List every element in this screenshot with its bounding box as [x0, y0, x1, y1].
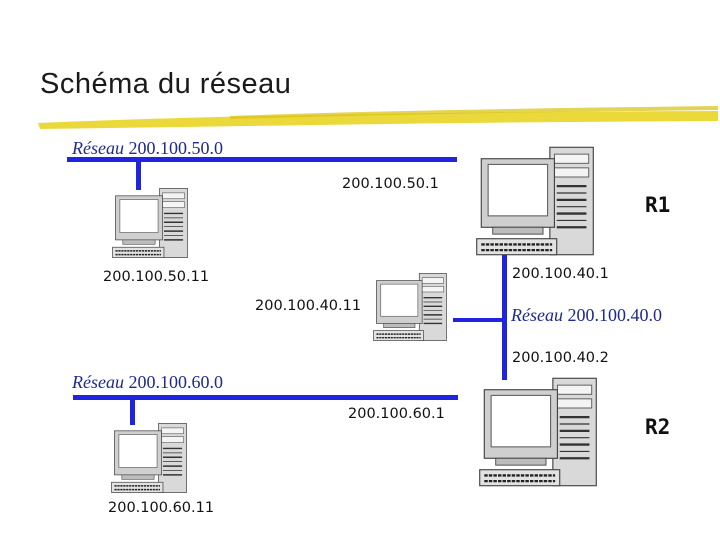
host2-ip: 200.100.40.11	[255, 298, 362, 314]
network-40-link	[502, 250, 507, 380]
network-60-label: Réseau 200.100.60.0	[72, 372, 223, 392]
host1-computer-icon	[111, 187, 189, 259]
network-50-bus	[67, 157, 457, 162]
page-title: Schéma du réseau	[40, 68, 292, 100]
network-50-label: Réseau 200.100.50.0	[72, 138, 223, 158]
network-50-host-drop	[136, 160, 141, 190]
router-r1-computer-icon	[475, 146, 595, 256]
r2-ip-net40: 200.100.40.2	[512, 350, 609, 366]
host3-ip: 200.100.60.11	[108, 500, 215, 516]
r1-ip-net50: 200.100.50.1	[342, 176, 439, 192]
network-60-bus	[73, 395, 458, 400]
r2-ip-net60: 200.100.60.1	[348, 406, 445, 422]
network-60-host-drop	[130, 397, 135, 425]
host1-ip: 200.100.50.11	[103, 269, 210, 285]
network-40-host-drop	[453, 318, 505, 322]
r1-ip-net40: 200.100.40.1	[512, 266, 609, 282]
router-r2-label: R2	[645, 415, 671, 439]
host2-computer-icon	[372, 272, 448, 342]
host3-computer-icon	[110, 422, 188, 494]
router-r2-computer-icon	[478, 377, 598, 487]
router-r1-label: R1	[645, 193, 671, 217]
network-40-label: Réseau 200.100.40.0	[511, 305, 662, 325]
